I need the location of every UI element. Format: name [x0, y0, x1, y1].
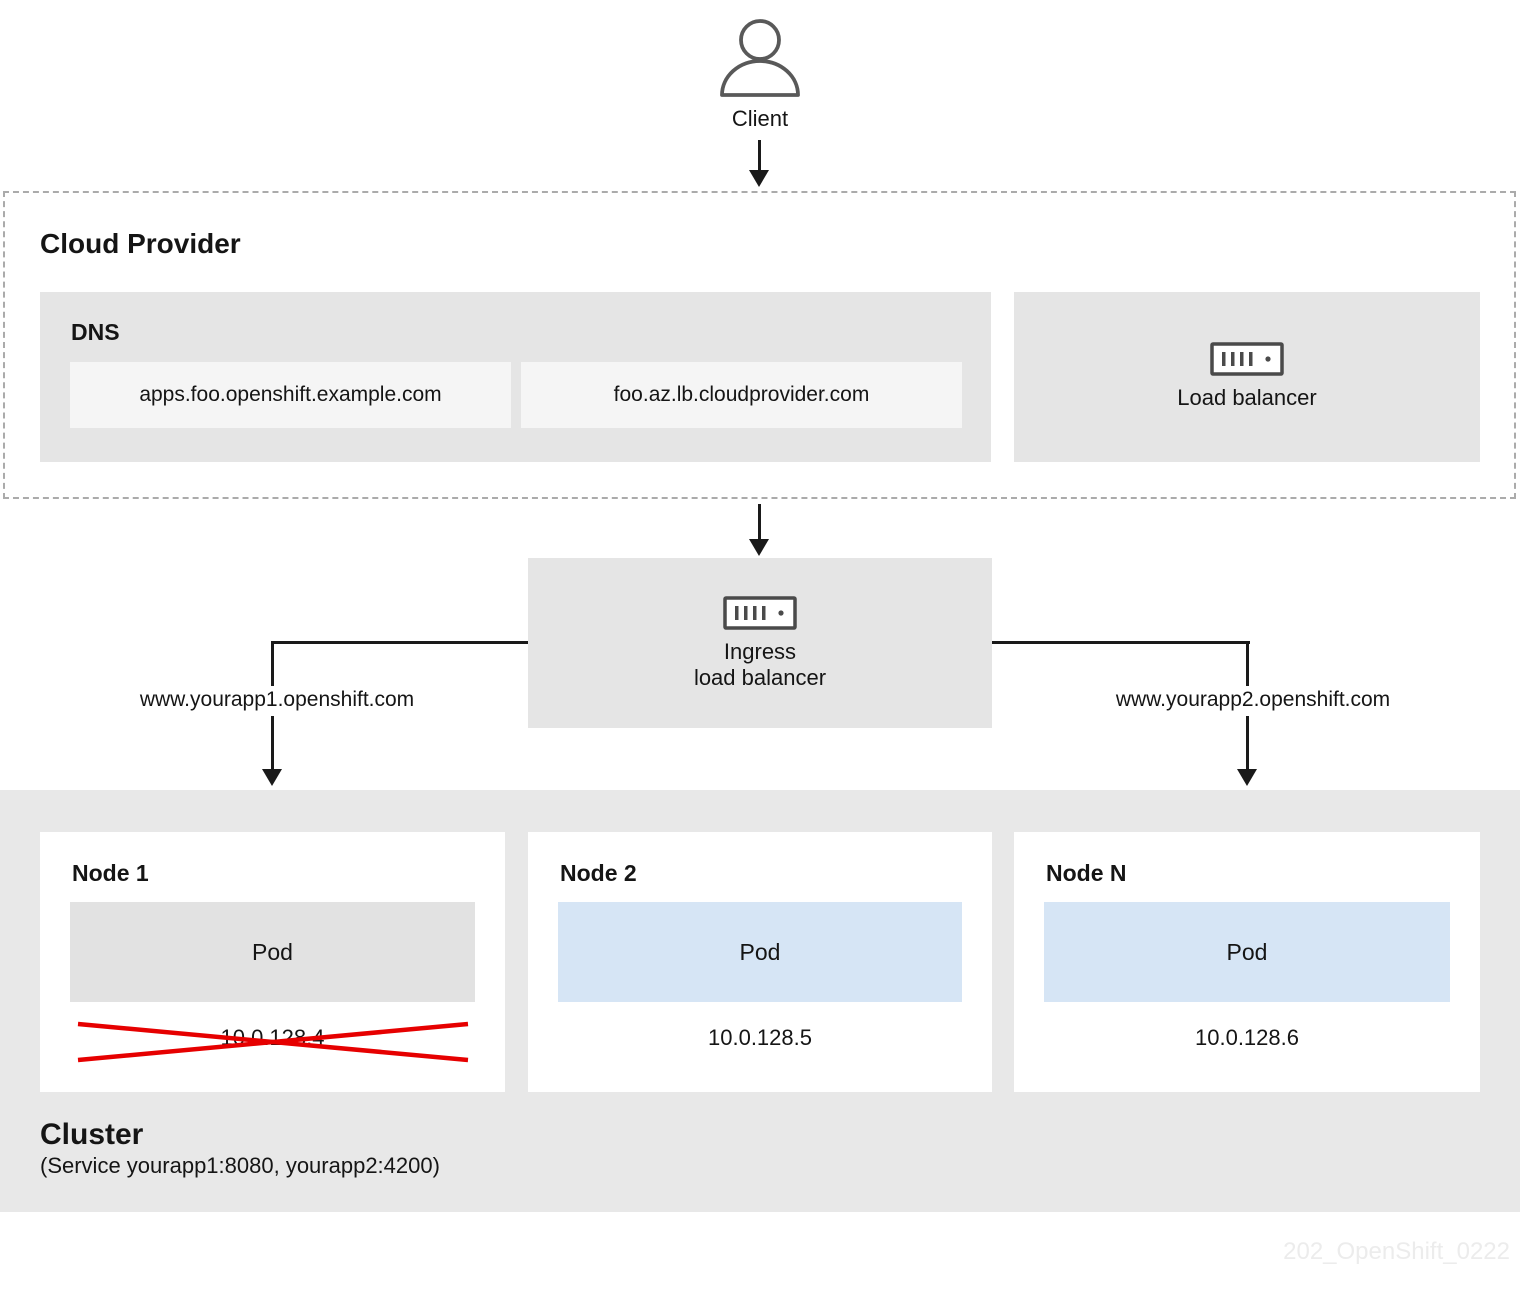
ingress-label-line1: Ingress: [723, 639, 797, 664]
watermark: 202_OpenShift_0222: [1283, 1238, 1510, 1265]
route-right-vline-upper: [1246, 641, 1249, 686]
arrow-client-to-cloud-line: [758, 140, 761, 172]
dns-record: apps.foo.openshift.example.com: [70, 362, 511, 428]
server-icon: [1210, 342, 1284, 376]
node-card-1: Node 1 Pod 10.0.128.4: [40, 832, 505, 1092]
arrow-cloud-to-ingress-line: [758, 504, 761, 540]
node-card-n: Node N Pod 10.0.128.6: [1014, 832, 1480, 1092]
ingress-label-line2: load balancer: [693, 665, 827, 690]
arrow-client-to-cloud-head: [749, 170, 769, 187]
load-balancer-label: Load balancer: [1177, 385, 1317, 410]
route-left-hline: [272, 641, 528, 644]
node-title: Node 2: [560, 860, 637, 886]
pod-box: Pod: [1044, 902, 1450, 1002]
server-icon: [723, 596, 797, 630]
route-right-arrowhead: [1237, 769, 1257, 786]
failure-cross-icon: [77, 1021, 469, 1063]
cluster-subtitle: (Service yourapp1:8080, yourapp2:4200): [40, 1153, 440, 1178]
node-title: Node 1: [72, 860, 149, 886]
arrow-cloud-to-ingress-head: [749, 539, 769, 556]
node-ip: 10.0.128.6: [1195, 1025, 1299, 1050]
cloud-provider-title: Cloud Provider: [40, 228, 241, 259]
ingress-label: Ingress load balancer: [694, 639, 826, 691]
cluster-title: Cluster: [40, 1118, 144, 1151]
route-left-vline-lower: [271, 716, 274, 770]
route-label-left: www.yourapp1.openshift.com: [139, 688, 415, 711]
pod-box: Pod: [70, 902, 475, 1002]
dns-record: foo.az.lb.cloudprovider.com: [521, 362, 962, 428]
route-right-hline: [992, 641, 1250, 644]
load-balancer-box: Load balancer: [1014, 292, 1480, 462]
route-label-right: www.yourapp2.openshift.com: [1115, 688, 1391, 711]
dns-title: DNS: [71, 319, 120, 345]
pod-box: Pod: [558, 902, 962, 1002]
route-right-vline-lower: [1246, 716, 1249, 770]
node-ip: 10.0.128.5: [708, 1025, 812, 1050]
route-left-arrowhead: [262, 769, 282, 786]
client-person-icon: [720, 19, 800, 97]
dns-box: DNS apps.foo.openshift.example.com foo.a…: [40, 292, 991, 462]
node-card-2: Node 2 Pod 10.0.128.5: [528, 832, 992, 1092]
client-label: Client: [731, 106, 789, 131]
node-title: Node N: [1046, 860, 1127, 886]
ingress-load-balancer-box: Ingress load balancer: [528, 558, 992, 728]
route-left-vline-upper: [271, 641, 274, 686]
